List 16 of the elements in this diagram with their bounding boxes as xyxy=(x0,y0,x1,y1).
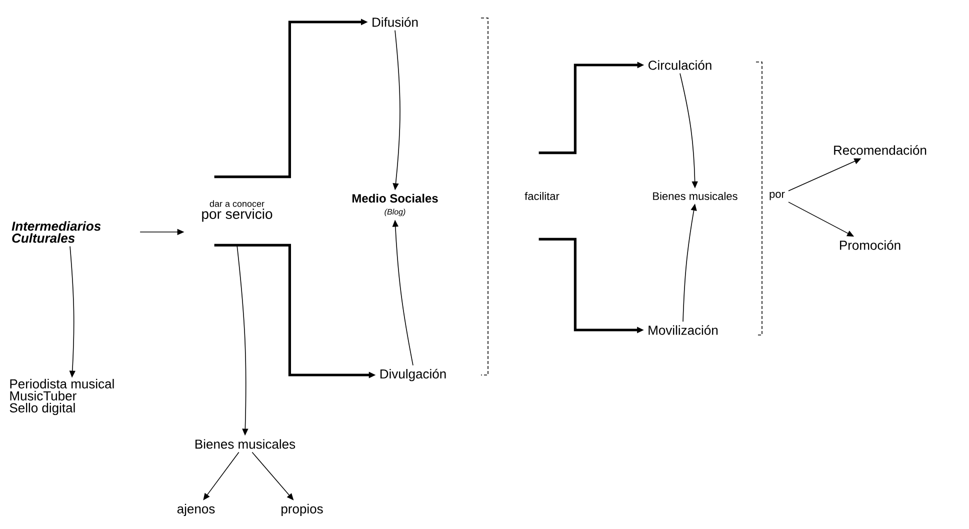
concept-text: Bienes musicales xyxy=(653,192,738,200)
process-text: dar a conocer por servicio xyxy=(202,200,272,222)
outcome-text: Recomendación xyxy=(834,145,926,155)
process-text: Divulgación xyxy=(380,368,446,382)
concept-text: Intermediarios Culturales xyxy=(12,221,101,243)
category-text: ajenos xyxy=(177,504,215,516)
process-text: Circulación xyxy=(648,60,712,70)
outcome-text: Promoción xyxy=(840,240,900,250)
process-text: facilitar xyxy=(524,192,560,200)
category-text: propios xyxy=(282,504,323,516)
concept-text: Bienes musicales xyxy=(196,439,296,449)
process-text: Difusión xyxy=(372,17,418,27)
process-text: Movilización xyxy=(648,325,718,335)
list-text: Periodista musical MusicTuber Sello digital xyxy=(10,378,114,416)
concept-text: Medio Sociales (Blog) xyxy=(352,194,438,216)
connector-text: por xyxy=(770,192,785,200)
